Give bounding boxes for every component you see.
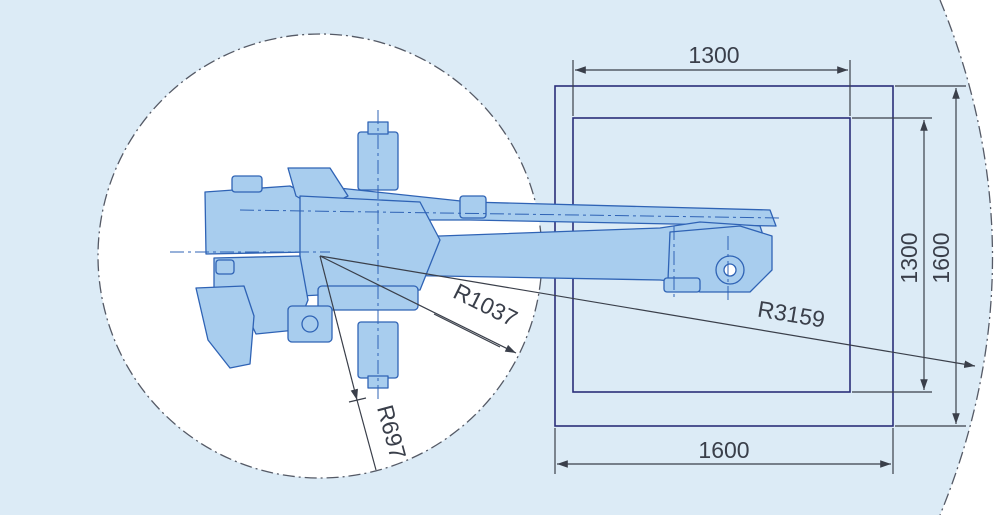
- base-radius-ext-2: [348, 397, 367, 403]
- left-cable-clamp: [215, 259, 235, 275]
- base-radius-ext-1: [356, 399, 377, 471]
- tool-mount: [663, 277, 701, 293]
- swing-radius-ext: [433, 313, 501, 348]
- rear-motor-body: [204, 185, 311, 255]
- dimension-lines: [554, 60, 966, 474]
- swing-radius-line: [319, 255, 517, 354]
- label-width-inner: 1300: [688, 42, 739, 68]
- reach-radius-line: [319, 255, 976, 368]
- link-end-cap: [459, 195, 487, 219]
- reach-envelope-boundary: [939, 0, 994, 515]
- label-height-outer: 1600: [928, 232, 954, 283]
- wrist-hub: [723, 263, 737, 277]
- label-height-inner: 1300: [896, 232, 922, 283]
- label-width-outer: 1600: [698, 437, 749, 463]
- base-shoe: [195, 285, 255, 369]
- rear-top-motor: [231, 175, 263, 193]
- robot-center-lines: [170, 110, 781, 400]
- radius-lines: [319, 255, 976, 471]
- base-radius-line: [319, 255, 358, 401]
- junction-box-connector: [301, 315, 319, 333]
